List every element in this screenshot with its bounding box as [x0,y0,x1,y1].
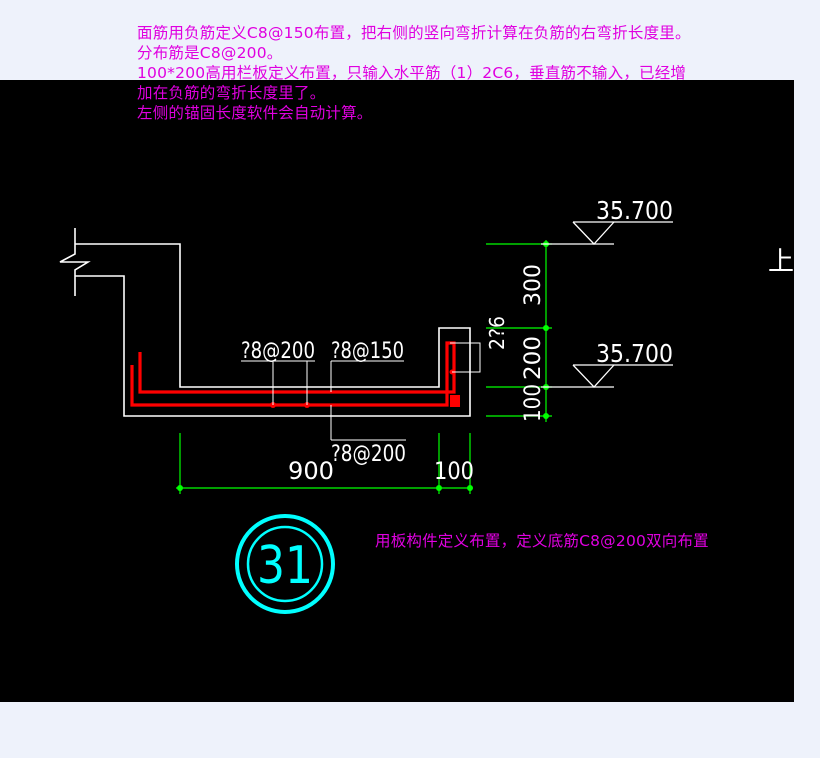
rebar-top-left-label: ?8@200 [241,339,315,364]
concrete-outline [59,228,471,417]
dimension-200-label: 200 [521,336,546,380]
break-line-symbol [59,228,91,296]
rebar-points [270,369,455,408]
note-line-4: 加在负筋的弯折长度里了。 [137,84,326,102]
rebar-top-right-label: ?8@150 [331,339,404,364]
elevation-marker-lower [541,364,673,388]
dimension-900-label: 900 [288,457,334,485]
dimension-100-vertical-label: 100 [521,384,546,422]
elevation-upper-label: 35.700 [596,196,673,225]
rebar-bottom-label: ?8@200 [331,442,406,467]
note-line-1: 面筋用负筋定义C8@150布置，把右侧的竖向弯折计算在负筋的右弯折长度里。 [137,24,691,42]
note-line-3: 100*200高用栏板定义布置，只输入水平筋（1）2C6，垂直筋不输入，已经增 [137,64,687,82]
detail-circle [235,514,335,614]
edge-character: 上 [768,247,794,277]
detail-number: 31 [257,536,313,596]
elevation-marker-upper [541,221,673,245]
note-line-2: 分布筋是C8@200。 [137,44,283,62]
bottom-note: 用板构件定义布置，定义底筋C8@200双向布置 [375,532,709,550]
dimension-100-horizontal-label: 100 [434,457,474,485]
rebar-corner-block [450,395,460,407]
dimension-300-label: 300 [521,264,546,306]
rebar-2c6-label: 2?6 [485,316,509,350]
note-line-5: 左侧的锚固长度软件会自动计算。 [137,104,373,122]
leader-lines [241,342,481,441]
elevation-lower-label: 35.700 [596,339,673,368]
